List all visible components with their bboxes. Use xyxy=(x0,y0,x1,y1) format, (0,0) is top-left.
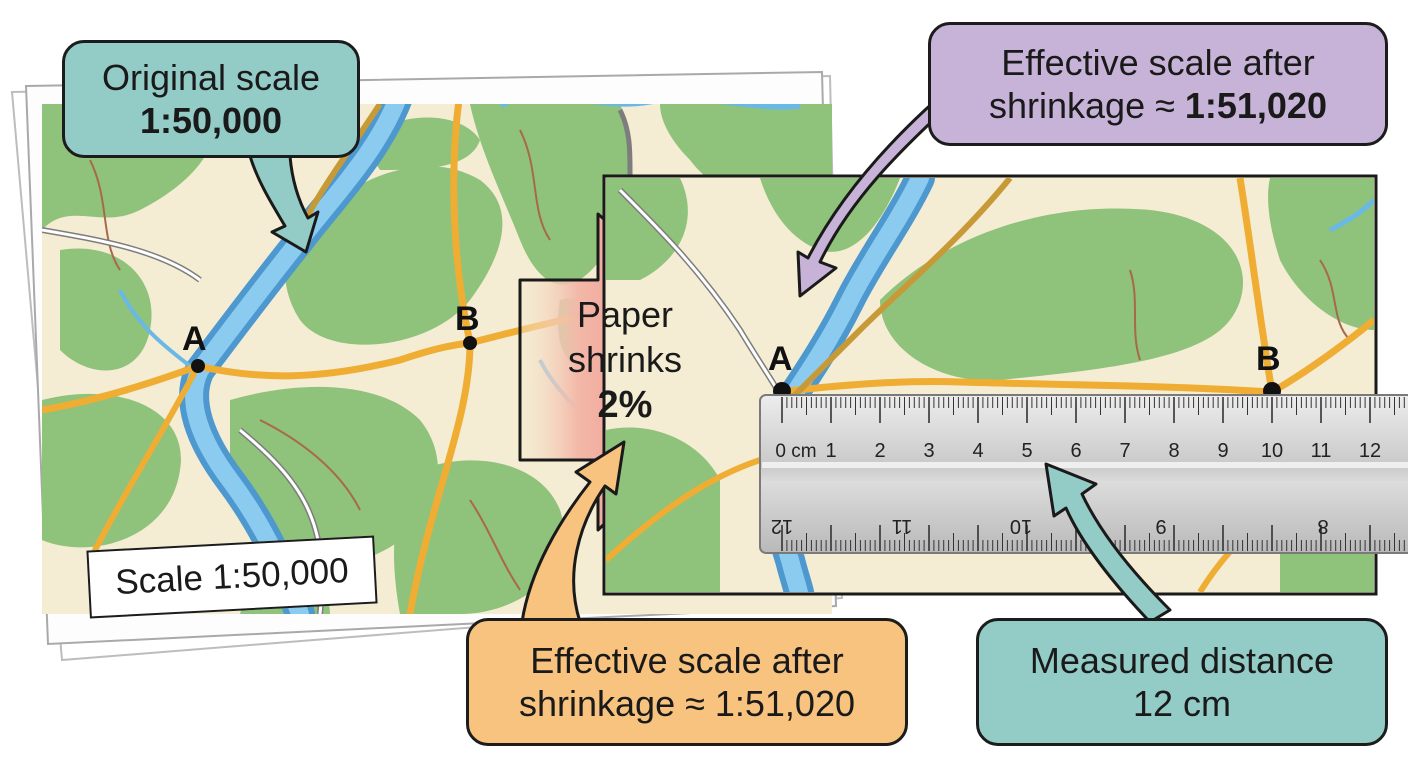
ruler-bottom-label: 8 xyxy=(1317,515,1328,537)
ruler-top-label: 6 xyxy=(1070,440,1081,462)
original-scale-value: 1:50,000 xyxy=(139,100,283,141)
measured-distance-line2: 12 cm xyxy=(1132,683,1232,724)
ruler-top-label: 4 xyxy=(972,440,983,462)
ruler-top-label: 9 xyxy=(1217,440,1228,462)
point-b-label-shrunk: B xyxy=(1256,340,1281,378)
point-a-label-original: A xyxy=(182,320,207,358)
effective-scale-bottom-line2: shrinkage ≈ 1:51,020 xyxy=(519,683,855,724)
ruler-top-label: 8 xyxy=(1168,440,1179,462)
measured-distance-line1: Measured distance xyxy=(1029,639,1335,681)
effective-scale-top-line2: shrinkage ≈ 1:51,020 xyxy=(989,84,1327,127)
ruler-top-label: 3 xyxy=(923,440,934,462)
original-scale-callout: Original scale 1:50,000 xyxy=(62,40,360,158)
ruler-bottom-label: 9 xyxy=(1155,515,1166,537)
ruler-top-label: 12 xyxy=(1359,440,1381,462)
shrink-arrow-label: Paper shrinks 2% xyxy=(540,292,710,430)
ruler-top-label: 1 xyxy=(825,440,836,462)
ruler-top-label: 11 xyxy=(1311,440,1332,462)
effective-scale-top-value: 1:51,020 xyxy=(1184,85,1327,126)
shrink-arrow-line2: shrinks xyxy=(567,339,683,380)
ruler-top-label: 0 cm xyxy=(775,441,816,462)
bottom-callout-pointer xyxy=(520,440,626,624)
point-a-label-shrunk: A xyxy=(768,340,793,378)
measured-distance-callout: Measured distance 12 cm xyxy=(976,618,1388,746)
effective-scale-bottom-line1: Effective scale after xyxy=(530,639,844,681)
point-b-label-original: B xyxy=(455,300,480,338)
ruler-bottom-labels: 12 11 10 9 8 xyxy=(771,515,1329,537)
ruler-top-label: 10 xyxy=(1261,440,1283,462)
ruler-top-ticks xyxy=(781,397,1405,423)
original-scale-title: Original scale xyxy=(101,56,321,98)
effective-scale-callout-top: Effective scale after shrinkage ≈ 1:51,0… xyxy=(928,22,1388,146)
effective-scale-top-prefix: shrinkage ≈ xyxy=(989,85,1185,126)
ruler-top-label: 7 xyxy=(1119,440,1130,462)
ruler-top-label: 2 xyxy=(874,440,885,462)
shrink-arrow-line1: Paper xyxy=(576,294,674,335)
point-b-original-dot xyxy=(463,336,477,350)
ruler-bottom-label: 12 xyxy=(771,515,793,537)
ruler-top-label: 5 xyxy=(1021,440,1032,462)
ruler-bottom-label: 10 xyxy=(1010,515,1032,537)
measured-callout-pointer xyxy=(1044,462,1172,624)
effective-scale-top-line1: Effective scale after xyxy=(1001,41,1315,83)
effective-scale-callout-bottom: Effective scale after shrinkage ≈ 1:51,0… xyxy=(466,618,908,746)
ruler-body xyxy=(759,394,1408,554)
ruler-bottom-label: 11 xyxy=(892,515,913,537)
original-callout-pointer xyxy=(248,154,320,254)
point-a-original-dot xyxy=(191,359,205,373)
shrink-arrow-percent: 2% xyxy=(597,384,653,426)
